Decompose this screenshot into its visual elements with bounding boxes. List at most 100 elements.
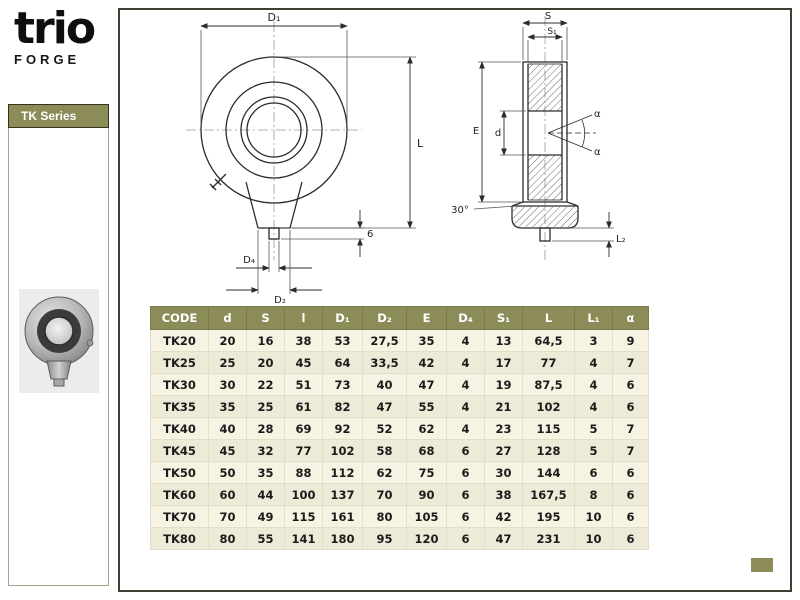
column-header: D₄ [446,306,485,330]
value-cell: 38 [484,483,523,506]
value-cell: 6 [612,461,649,484]
value-cell: 35 [208,395,247,418]
value-cell: 6 [612,373,649,396]
value-cell: 6 [574,461,613,484]
brand-logo: trio FORGE [14,3,96,68]
value-cell: 40 [208,417,247,440]
code-cell: TK60 [150,483,209,506]
value-cell: 115 [284,505,323,528]
value-cell: 50 [208,461,247,484]
value-cell: 49 [246,505,285,528]
column-header: D₂ [362,306,407,330]
value-cell: 51 [284,373,323,396]
column-header: l [284,306,323,330]
value-cell: 42 [484,505,523,528]
value-cell: 20 [246,351,285,374]
code-cell: TK70 [150,505,209,528]
value-cell: 70 [362,483,407,506]
value-cell: 88 [284,461,323,484]
value-cell: 80 [362,505,407,528]
value-cell: 44 [246,483,285,506]
code-cell: TK45 [150,439,209,462]
value-cell: 4 [446,351,485,374]
value-cell: 77 [522,351,575,374]
value-cell: 16 [246,329,285,352]
value-cell: 55 [246,527,285,550]
column-header: L₁ [574,306,613,330]
value-cell: 6 [446,461,485,484]
value-cell: 4 [446,373,485,396]
value-cell: 70 [208,505,247,528]
value-cell: 40 [362,373,407,396]
value-cell: 55 [406,395,447,418]
column-header: CODE [150,306,209,330]
value-cell: 27 [484,439,523,462]
value-cell: 4 [574,395,613,418]
logo-subtext: FORGE [14,52,81,68]
dim-label-d1: D₁ [268,11,281,24]
value-cell: 53 [322,329,363,352]
product-photo [19,289,99,398]
value-cell: 58 [362,439,407,462]
side-view-drawing: S S₁ E [451,11,626,262]
value-cell: 47 [484,527,523,550]
series-label: TK Series [8,104,109,128]
angle-label-30: 30° [451,205,469,216]
value-cell: 19 [484,373,523,396]
value-cell: 6 [446,439,485,462]
value-cell: 77 [284,439,323,462]
value-cell: 64,5 [522,329,575,352]
value-cell: 9 [612,329,649,352]
code-cell: TK40 [150,417,209,440]
value-cell: 25 [246,395,285,418]
value-cell: 10 [574,505,613,528]
column-header: E [406,306,447,330]
dim-label-e: E [473,126,479,137]
value-cell: 7 [612,417,649,440]
rod-end-photo-graphic [19,289,99,393]
value-cell: 6 [446,527,485,550]
value-cell: 6 [612,395,649,418]
code-cell: TK50 [150,461,209,484]
value-cell: 42 [406,351,447,374]
value-cell: 3 [574,329,613,352]
value-cell: 60 [208,483,247,506]
code-cell: TK80 [150,527,209,550]
value-cell: 45 [284,351,323,374]
value-cell: 35 [406,329,447,352]
value-cell: 4 [574,351,613,374]
value-cell: 25 [208,351,247,374]
dim-label-d2: D₂ [274,295,286,306]
value-cell: 100 [284,483,323,506]
value-cell: 33,5 [362,351,407,374]
value-cell: 112 [322,461,363,484]
value-cell: 7 [612,351,649,374]
value-cell: 73 [322,373,363,396]
value-cell: 62 [362,461,407,484]
value-cell: 20 [208,329,247,352]
logo-text: trio [14,3,96,54]
value-cell: 62 [406,417,447,440]
value-cell: 8 [574,483,613,506]
column-header: α [612,306,649,330]
column-header: S [246,306,285,330]
value-cell: 195 [522,505,575,528]
value-cell: 45 [208,439,247,462]
value-cell: 82 [322,395,363,418]
value-cell: 61 [284,395,323,418]
angle-label-alpha-top: α [594,109,601,120]
value-cell: 92 [322,417,363,440]
main-panel: D₁ L 6 [118,8,792,592]
value-cell: 6 [612,505,649,528]
value-cell: 6 [446,505,485,528]
dim-label-l2: L₂ [616,234,626,245]
value-cell: 47 [362,395,407,418]
column-header: d [208,306,247,330]
value-cell: 23 [484,417,523,440]
